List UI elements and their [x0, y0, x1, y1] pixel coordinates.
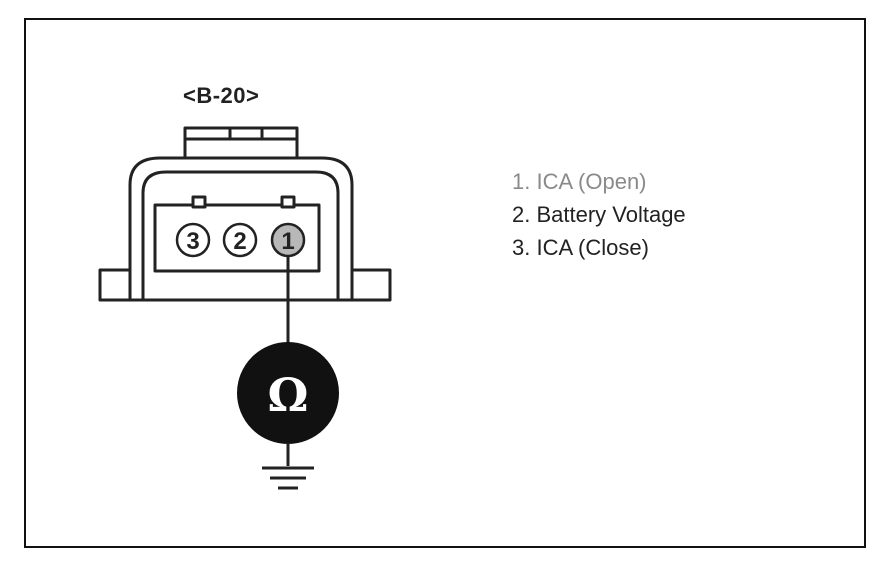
pin-1-label: 1 — [281, 228, 294, 255]
legend-item-pin-1: 1. ICA (Open) — [512, 169, 647, 194]
pin-legend: 1. ICA (Open) 2. Battery Voltage 3. ICA … — [512, 165, 686, 264]
pin-3 — [175, 222, 211, 258]
legend-item-pin-3: 3. ICA (Close) — [512, 235, 649, 260]
pin-2-label: 2 — [233, 228, 246, 255]
ground-icon — [262, 466, 314, 490]
legend-item-pin-2: 2. Battery Voltage — [512, 202, 686, 227]
pin-2 — [222, 222, 258, 258]
connector-label: <B-20> — [183, 83, 260, 108]
pin-3-label: 3 — [186, 228, 199, 255]
ohm-symbol: Ω — [268, 368, 309, 422]
